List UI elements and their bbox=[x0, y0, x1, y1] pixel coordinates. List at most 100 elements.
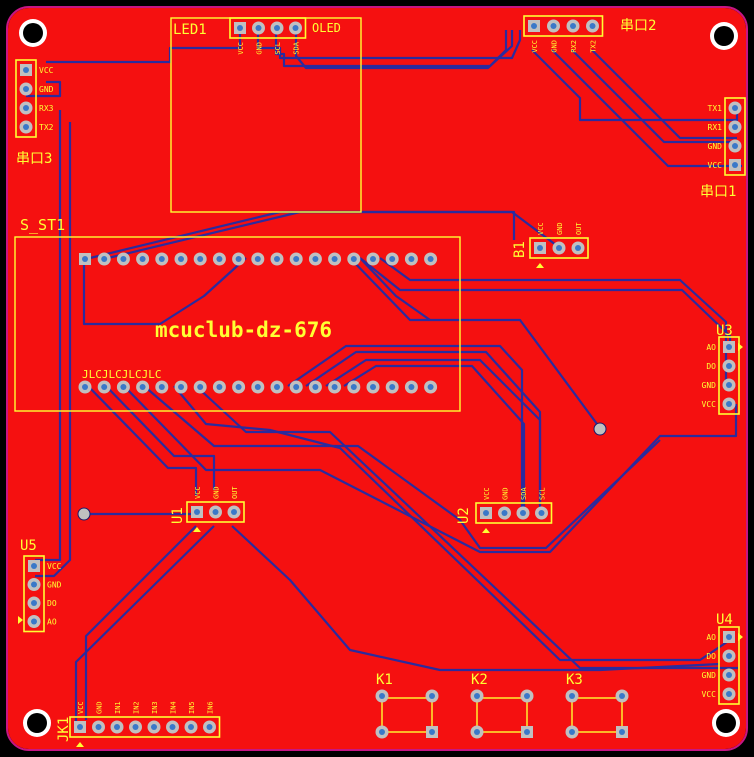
via bbox=[593, 422, 607, 436]
pin-pad-hole bbox=[31, 600, 37, 606]
pin-pad-hole bbox=[537, 245, 543, 251]
button-pad-hole bbox=[429, 729, 435, 735]
button-pad-hole bbox=[524, 693, 530, 699]
pin-pad-hole bbox=[726, 344, 732, 350]
mcu-pin-pad-hole bbox=[82, 256, 88, 262]
pin-label: OUT bbox=[231, 486, 239, 499]
pin-pad-hole bbox=[732, 162, 738, 168]
pin-pad-hole bbox=[212, 509, 219, 515]
pin-pad-hole bbox=[501, 510, 508, 516]
pin-pad-hole bbox=[726, 653, 732, 659]
mcu-pin-pad-hole bbox=[120, 384, 127, 390]
mounting-holes bbox=[19, 19, 740, 737]
mcu-pin-pad-hole bbox=[350, 384, 357, 390]
pin-label: OUT bbox=[575, 222, 583, 235]
mcu-pin-pad-hole bbox=[197, 384, 204, 390]
s-st1-bottom-label: JLCJLCJLCJLC bbox=[82, 368, 161, 381]
u3-ref: U3 bbox=[716, 323, 733, 339]
push-button-k2[interactable]: K2 bbox=[470, 672, 534, 739]
u1-ref: U1 bbox=[170, 507, 186, 524]
mcu-pin-pad-hole bbox=[312, 384, 319, 390]
pin-label: IN4 bbox=[170, 701, 178, 714]
pin-pad-hole bbox=[23, 67, 29, 73]
pin-pad-hole bbox=[31, 581, 37, 588]
u5-ref: U5 bbox=[20, 538, 37, 554]
uart2-ref: 串口2 bbox=[620, 18, 656, 34]
uart2-pins-outline bbox=[523, 15, 604, 37]
b1-ref: B1 bbox=[512, 241, 528, 258]
pin-label: SCL bbox=[539, 487, 547, 500]
b1-pins-outline bbox=[529, 237, 589, 259]
button-pad-hole bbox=[474, 729, 480, 735]
mcu-pin-pad-hole bbox=[408, 256, 415, 262]
u2-ref: U2 bbox=[456, 507, 472, 524]
mcu-pin-pad-hole bbox=[293, 384, 300, 390]
pin-label: RX2 bbox=[570, 40, 578, 53]
pin-pad-hole bbox=[23, 86, 29, 92]
pin1-marker bbox=[482, 528, 490, 533]
mcu-pin-pad-hole bbox=[82, 384, 88, 390]
u4-pins-outline bbox=[718, 626, 740, 705]
pin-pad-hole bbox=[570, 23, 576, 29]
pin-label: SDA bbox=[293, 41, 301, 54]
pin-label: AO bbox=[706, 633, 716, 642]
jk1-ref: JK1 bbox=[56, 717, 72, 742]
pin1-marker bbox=[76, 742, 84, 747]
mcu-pin-pad-hole bbox=[389, 256, 396, 262]
via bbox=[77, 507, 91, 521]
pin-label: VCC bbox=[47, 562, 62, 571]
mcu-pin-pad-hole bbox=[274, 256, 280, 262]
button-pad-hole bbox=[429, 693, 435, 699]
pin-label: GND bbox=[256, 42, 264, 55]
mcu-pin-pad-hole bbox=[312, 256, 319, 262]
pin-label: GND bbox=[213, 486, 221, 499]
led1-pins-outline bbox=[229, 17, 307, 39]
push-button-k3[interactable]: K3 bbox=[565, 672, 629, 739]
pin-pad-hole bbox=[589, 23, 596, 29]
button-outline bbox=[381, 697, 433, 733]
mcu-pin-pad-hole bbox=[235, 384, 242, 390]
pin-pad-hole bbox=[550, 23, 557, 29]
pin-label: AO bbox=[706, 343, 716, 352]
pin1-marker bbox=[738, 343, 743, 351]
mcu-pin-pad-hole bbox=[139, 384, 146, 390]
pin-label: GND bbox=[47, 581, 62, 590]
mcu-pin-pad-hole bbox=[158, 256, 165, 262]
pin-label: AO bbox=[47, 618, 57, 627]
mcu-pin-pad-hole bbox=[101, 384, 108, 390]
pin-pad-hole bbox=[726, 401, 732, 407]
pin-pad-hole bbox=[274, 25, 280, 31]
pin1-marker bbox=[738, 633, 743, 641]
pin-label: VCC bbox=[77, 701, 85, 714]
pin-pad-hole bbox=[726, 382, 732, 388]
mcu-pin-pad-hole bbox=[101, 256, 108, 262]
pin-label: GND bbox=[556, 222, 564, 235]
button-pad-hole bbox=[619, 693, 625, 699]
s-st1-ref: S_ST1 bbox=[20, 216, 65, 234]
pin-label: GND bbox=[96, 701, 104, 714]
uart3-ref: 串口3 bbox=[16, 151, 52, 167]
u1-pins-outline bbox=[186, 501, 245, 523]
push-button-k1[interactable]: K1 bbox=[375, 672, 439, 739]
s-st1-bottom-row bbox=[78, 380, 438, 394]
mcu-pin-pad-hole bbox=[408, 384, 415, 390]
pin-pad-hole bbox=[531, 23, 537, 29]
pin-label: GND bbox=[39, 85, 54, 94]
pin-label: GND bbox=[502, 487, 510, 500]
pin-pad-hole bbox=[556, 245, 562, 251]
pin-pad-hole bbox=[732, 124, 738, 130]
pin-label: TX2 bbox=[39, 123, 54, 132]
button-pad-hole bbox=[474, 693, 480, 699]
pin-label: IN2 bbox=[133, 701, 141, 714]
